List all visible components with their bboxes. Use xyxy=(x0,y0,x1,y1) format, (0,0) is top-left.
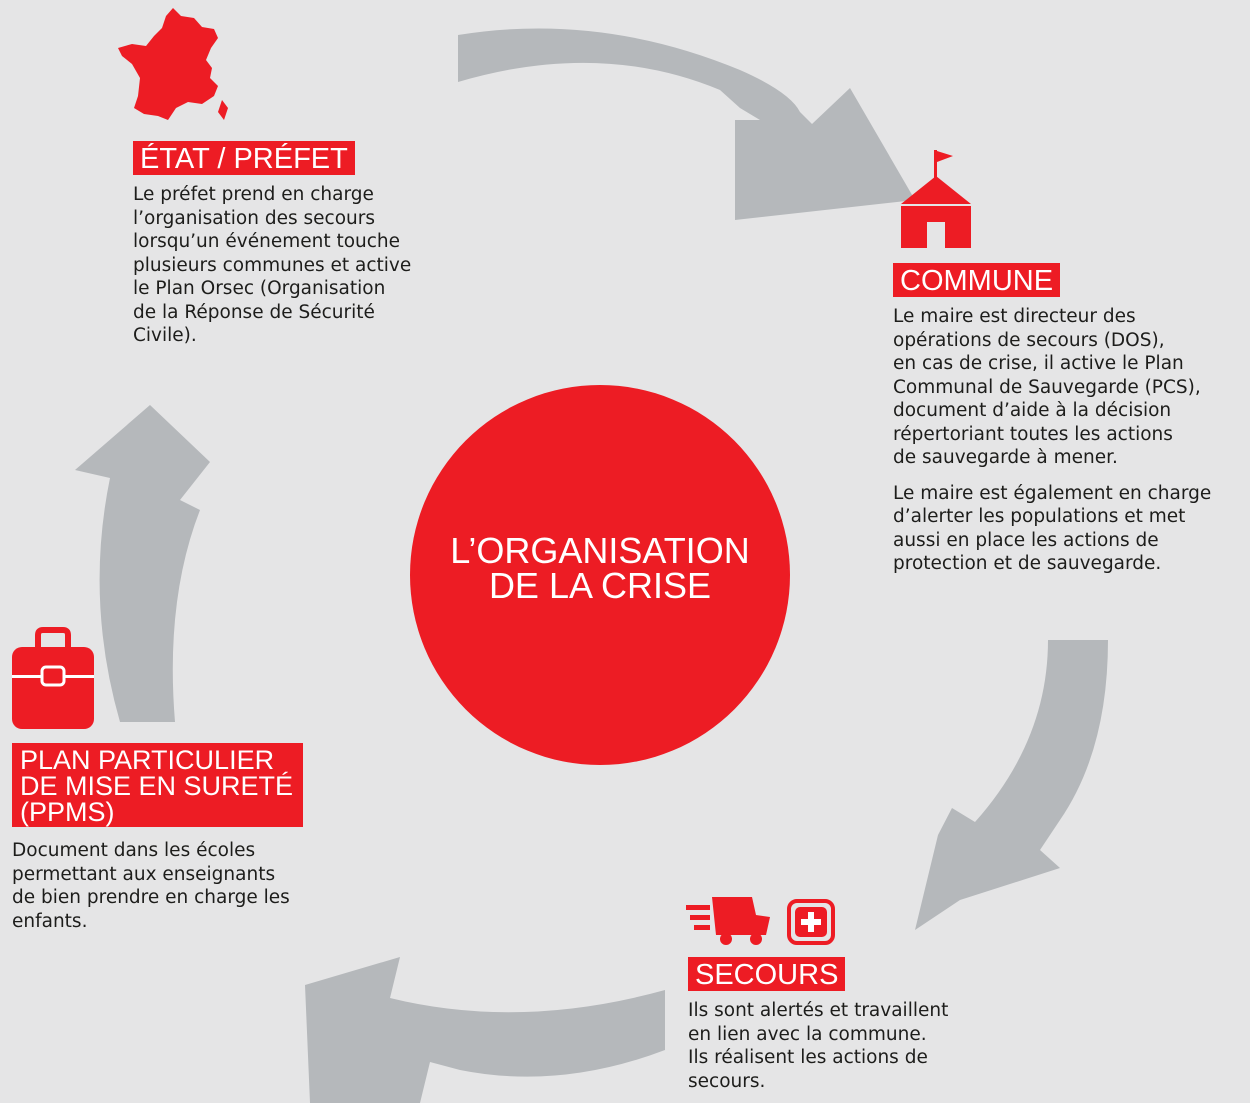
briefcase-icon xyxy=(12,627,94,729)
arrow-left xyxy=(75,405,210,722)
ppms-block: PLAN PARTICULIER DE MISE EN SURETÉ (PPMS… xyxy=(12,743,352,933)
arrow-bottom xyxy=(305,957,665,1103)
commune-block: COMMUNE Le maire est directeur des opéra… xyxy=(893,263,1250,576)
center-circle: L’ORGANISATION DE LA CRISE xyxy=(410,385,790,765)
commune-text-2: Le maire est également en charge d’alert… xyxy=(893,482,1212,575)
france-map-icon xyxy=(118,8,228,120)
ppms-text: Document dans les écoles permettant aux … xyxy=(12,840,290,932)
first-aid-icon xyxy=(787,899,835,945)
secours-title: SECOURS xyxy=(688,957,846,991)
etat-title: ÉTAT / PRÉFET xyxy=(133,141,355,175)
fire-truck-icon xyxy=(686,897,770,945)
commune-text: Le maire est directeur des opérations de… xyxy=(893,306,1201,468)
town-hall-flag-icon xyxy=(901,150,971,248)
arrow-top xyxy=(458,28,915,221)
commune-title: COMMUNE xyxy=(893,263,1061,297)
etat-text: Le préfet prend en charge l’organisation… xyxy=(133,184,412,346)
etat-block: ÉTAT / PRÉFET Le préfet prend en charge … xyxy=(133,141,453,348)
secours-block: SECOURS Ils sont alertés et travaillent … xyxy=(688,957,1008,1093)
ppms-title: PLAN PARTICULIER DE MISE EN SURETÉ (PPMS… xyxy=(12,743,304,827)
secours-text: Ils sont alertés et travaillent en lien … xyxy=(688,1000,949,1092)
arrow-right xyxy=(915,640,1108,930)
center-title: L’ORGANISATION DE LA CRISE xyxy=(450,530,750,606)
